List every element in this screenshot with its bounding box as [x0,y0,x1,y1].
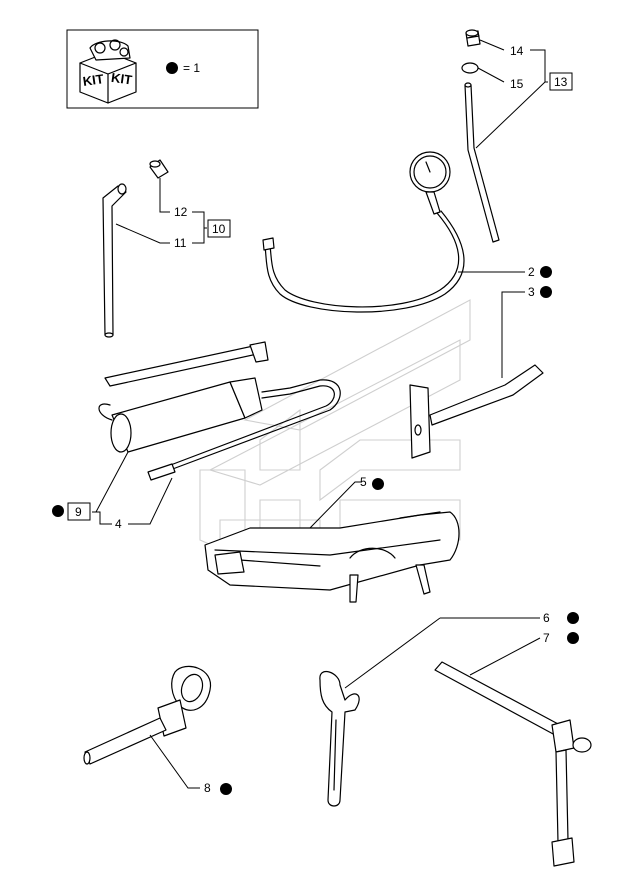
kit-box-icon [79,39,137,104]
callout-7-kit-dot [567,632,579,644]
callout-10-box [207,219,231,238]
pressure-gauge-part [262,151,465,313]
socket-wrench-part [434,661,592,867]
callout-10: 10 [212,222,226,236]
callout-9: 9 [75,505,82,519]
callout-6-kit-dot [567,612,579,624]
callout-7: 7 [543,631,550,645]
callout-5-kit-dot [372,478,384,490]
tool-bag-part [204,511,460,603]
callout-9-kit-dot [52,505,64,517]
kit-label-left: KIT [82,71,105,89]
ring-clamp-part [83,665,212,765]
callout-3-kit-dot [540,286,552,298]
callout-13: 13 [554,75,568,89]
callout-6: 6 [543,611,550,625]
adjustable-wrench-part [319,670,360,807]
callout-5: 5 [360,475,367,489]
callout-2: 2 [528,265,535,279]
washer-part [461,62,479,74]
callout-3: 3 [528,285,535,299]
tire-lever-part [409,364,544,459]
callout-9-box [67,502,91,521]
kit-legend: KIT KIT = 1 [66,29,259,109]
pipe-fitting-part [465,29,481,47]
callout-14: 14 [510,44,524,58]
grease-gun-part [98,341,341,481]
callout-8-kit-dot [220,783,232,795]
kit-label-right: KIT [110,70,133,88]
watermark-logo [199,299,471,561]
callout-11: 11 [174,236,187,250]
callout-15: 15 [510,77,524,91]
callout-13-box [549,72,573,91]
callout-8: 8 [204,781,211,795]
callout-2-kit-dot [540,266,552,278]
kit-equals-text: = 1 [183,61,200,75]
callout-4: 4 [115,517,122,531]
bent-pipe-part [464,82,500,243]
kit-marker-dot [166,62,178,74]
callout-12: 12 [174,205,188,219]
elbow-pipe-part [102,183,127,338]
elbow-fitting-part [149,159,169,179]
